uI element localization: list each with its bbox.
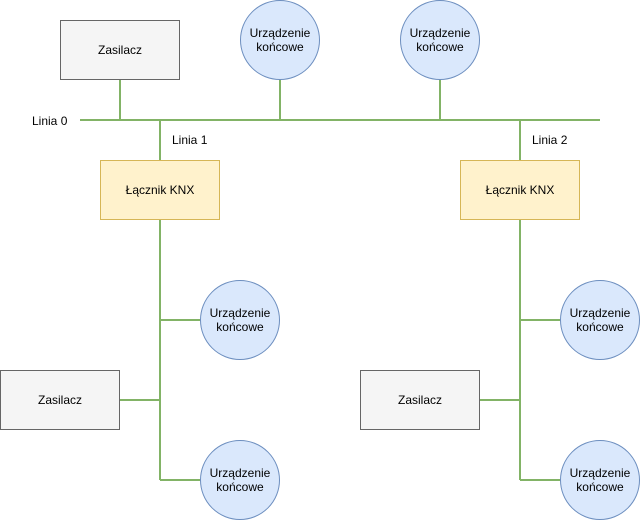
power-supply-line1: Zasilacz — [0, 370, 120, 430]
end-device-label: Urządzenie końcowe — [409, 26, 471, 54]
knx-coupler-line1: Łącznik KNX — [100, 160, 220, 220]
power-supply-line0: Zasilacz — [60, 20, 180, 80]
power-supply-label: Zasilacz — [37, 393, 82, 407]
end-device-line1-1: Urządzenie końcowe — [200, 280, 280, 360]
knx-coupler-line2: Łącznik KNX — [460, 160, 580, 220]
end-device-label: Urządzenie końcowe — [209, 466, 271, 494]
end-device-label: Urządzenie końcowe — [569, 306, 631, 334]
end-device-label: Urządzenie końcowe — [209, 306, 271, 334]
power-supply-label: Zasilacz — [397, 393, 442, 407]
coupler-label: Łącznik KNX — [485, 183, 555, 197]
end-device-line2-1: Urządzenie końcowe — [560, 280, 640, 360]
power-supply-line2: Zasilacz — [360, 370, 480, 430]
end-device-label: Urządzenie końcowe — [249, 26, 311, 54]
end-device-label: Urządzenie końcowe — [569, 466, 631, 494]
end-device-line1-2: Urządzenie końcowe — [200, 440, 280, 520]
end-device-line0-1: Urządzenie końcowe — [240, 0, 320, 80]
end-device-line2-2: Urządzenie końcowe — [560, 440, 640, 520]
line0-label: Linia 0 — [32, 114, 68, 128]
power-supply-label: Zasilacz — [97, 43, 142, 57]
line1-label: Linia 1 — [172, 133, 208, 147]
coupler-label: Łącznik KNX — [125, 183, 195, 197]
end-device-line0-2: Urządzenie końcowe — [400, 0, 480, 80]
line2-label: Linia 2 — [532, 133, 568, 147]
